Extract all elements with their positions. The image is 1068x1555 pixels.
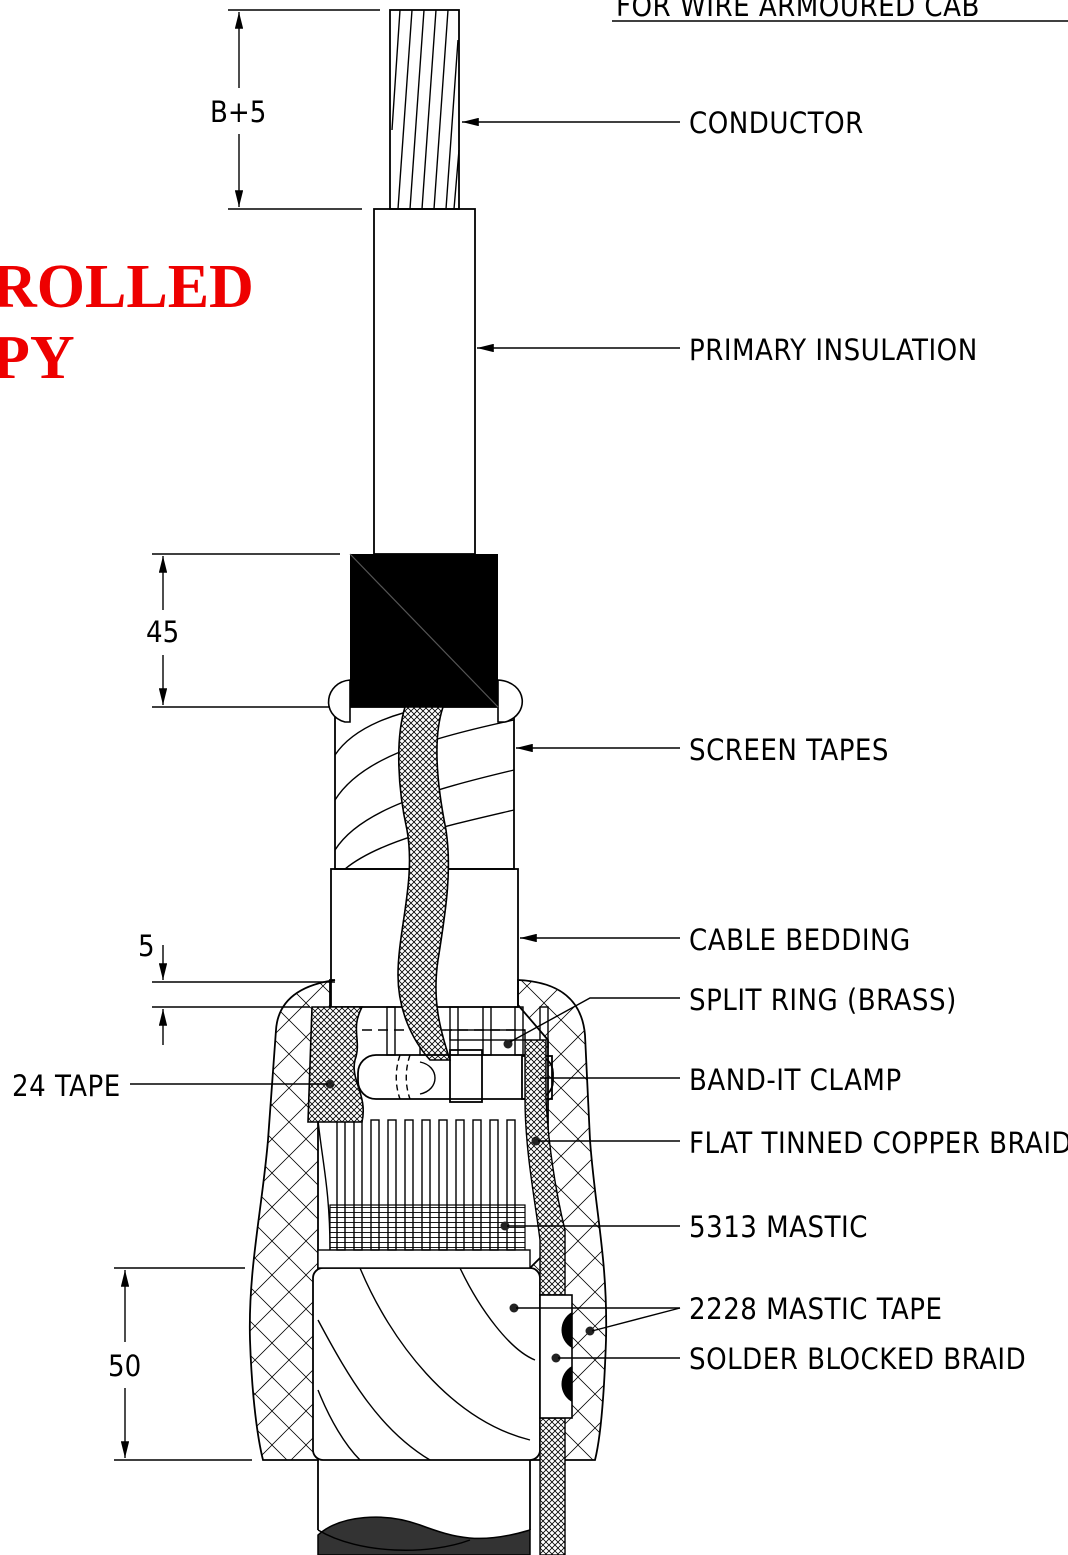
semicon-block [327,553,523,723]
label-primary-insulation: PRIMARY INSULATION [689,333,978,367]
header-text: FOR WIRE ARMOURED CAB [616,0,980,23]
label-solder-braid: SOLDER BLOCKED BRAID [689,1342,1026,1376]
dim-mastic-tape-value: 50 [108,1349,141,1383]
mastic-5313-cap [317,1249,531,1269]
stamp-line-2: PY [0,324,75,392]
dim-conductor-value: B+5 [210,95,266,129]
label-cable-bedding: CABLE BEDDING [689,923,911,957]
stamp-line-1: ROLLED [0,253,254,321]
label-flat-braid: FLAT TINNED COPPER BRAID [689,1126,1068,1160]
tape-24-pad [307,1006,364,1123]
tape-2228-dot-1 [509,1303,519,1313]
dim-split-ring-value: 5 [138,929,155,963]
dim-screen-value: 45 [146,615,179,649]
primary-insulation [373,208,476,555]
label-conductor: CONDUCTOR [689,106,864,140]
tape-2228-dot-2 [585,1326,595,1336]
tape-24-dot [325,1079,335,1089]
dim-split-ring [152,945,335,1045]
mastic-5313-dot [500,1221,510,1231]
tape-wrap-body [312,1267,541,1461]
inner-cable-bottom [317,1460,531,1555]
mastic-5313-band [329,1204,526,1251]
label-screen-tapes: SCREEN TAPES [689,733,889,767]
band-it-clamp [357,1049,554,1103]
label-mastic-tape-2228: 2228 MASTIC TAPE [689,1292,942,1326]
armour-wires [317,1119,516,1251]
flat-braid-dot [531,1136,541,1146]
label-tape-24: 24 TAPE [12,1069,121,1103]
dim-mastic-tape [114,1267,252,1461]
label-split-ring: SPLIT RING (BRASS) [689,983,957,1017]
dim-screen [152,553,340,708]
label-mastic-5313: 5313 MASTIC [689,1210,868,1244]
conductor [389,9,460,210]
dim-conductor [228,9,380,210]
label-band-it-clamp: BAND-IT CLAMP [689,1063,902,1097]
leader-2228-b [591,1307,681,1332]
solder-blocked-braid [539,1294,573,1555]
leader-split-ring [509,997,680,1043]
